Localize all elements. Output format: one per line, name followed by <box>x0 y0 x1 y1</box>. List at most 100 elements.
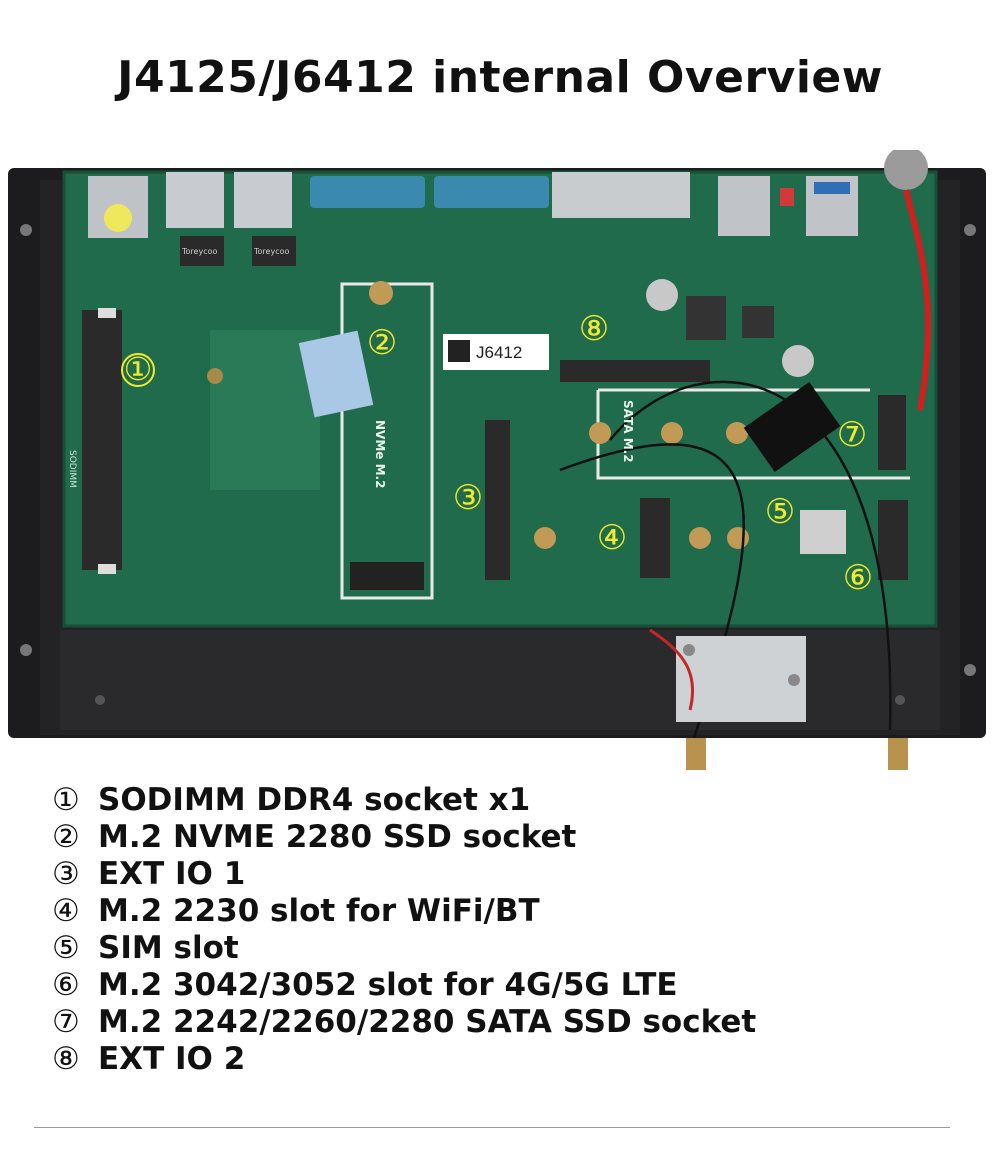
ethernet-port <box>166 172 224 228</box>
callout-4: ④ <box>597 518 627 558</box>
case-lower-bay <box>60 630 940 730</box>
inductor <box>686 296 726 340</box>
list-item-text: M.2 3042/3052 slot for 4G/5G LTE <box>98 967 678 1003</box>
list-item: ⑦ M.2 2242/2260/2280 SATA SSD socket <box>52 1004 756 1041</box>
mount-hole <box>20 644 32 656</box>
board-label-text: J6412 <box>476 343 522 362</box>
callout-2-text: ② <box>367 323 397 363</box>
list-item: ③ EXT IO 1 <box>52 856 756 893</box>
callout-4-text: ④ <box>597 518 627 558</box>
standoff <box>689 527 711 549</box>
capacitor <box>646 279 678 311</box>
fan-wire <box>649 628 695 711</box>
antenna-connector <box>884 150 928 190</box>
standoff <box>589 422 611 444</box>
list-item: ⑧ EXT IO 2 <box>52 1041 756 1078</box>
list-item-text: M.2 NVME 2280 SSD socket <box>98 819 577 855</box>
sodimm-latch <box>98 308 116 318</box>
standoff <box>534 527 556 549</box>
silkscreen-chip: Toreycoo <box>181 247 217 256</box>
sodimm-socket <box>82 310 122 570</box>
silkscreen-chip: Toreycoo <box>253 247 289 256</box>
ethernet-chip <box>252 236 296 266</box>
sata-slot-outline <box>596 390 910 480</box>
callout-6-text: ⑥ <box>843 558 873 598</box>
ext-io-1-connector <box>485 420 510 580</box>
mount-hole <box>895 695 905 705</box>
sim-slot <box>800 510 846 554</box>
red-cable <box>903 189 932 411</box>
list-item-number: ⑦ <box>52 1004 80 1040</box>
callout-2: ② <box>367 323 397 363</box>
mount-hole <box>964 224 976 236</box>
list-item-text: EXT IO 2 <box>98 1041 246 1077</box>
list-item-text: SIM slot <box>98 930 239 966</box>
mount-hole <box>964 664 976 676</box>
list-item-number: ④ <box>52 893 80 929</box>
silkscreen-nvme: NVMe M.2 <box>373 420 387 488</box>
callout-8: ⑧ <box>579 309 609 349</box>
nvme-connector <box>350 562 424 590</box>
callout-7: ⑦ <box>837 415 867 455</box>
antenna-connector <box>686 738 706 770</box>
antenna-connector <box>888 738 908 770</box>
usb3-port-blue <box>814 182 850 194</box>
list-item: ④ M.2 2230 slot for WiFi/BT <box>52 893 756 930</box>
list-item-number: ② <box>52 819 80 855</box>
ext-io-2-connector <box>560 360 710 382</box>
mount-hole <box>20 224 32 236</box>
standoff <box>369 281 393 305</box>
page-title: J4125/J6412 internal Overview <box>117 52 883 103</box>
qr-sticker <box>298 330 374 418</box>
antenna-wire <box>609 380 892 731</box>
bottom-divider <box>34 1127 950 1128</box>
callout-6: ⑥ <box>843 558 873 598</box>
callout-5-text: ⑤ <box>765 492 795 532</box>
red-switch <box>780 188 794 206</box>
wifi-m2-socket <box>640 498 670 578</box>
battery-screw <box>683 644 695 656</box>
list-item-number: ⑤ <box>52 930 80 966</box>
silkscreen-sata: SATA M.2 <box>621 400 635 463</box>
standoff <box>727 527 749 549</box>
inductor <box>742 306 774 338</box>
qc-pass-sticker <box>104 204 132 232</box>
callout-3: ③ <box>453 478 483 518</box>
lte-m2-socket <box>878 500 908 580</box>
ethernet-port <box>234 172 292 228</box>
ethernet-chip <box>180 236 224 266</box>
callout-5: ⑤ <box>765 492 795 532</box>
list-item: ② M.2 NVME 2280 SSD socket <box>52 819 756 856</box>
list-item-text: M.2 2242/2260/2280 SATA SSD socket <box>98 1004 757 1040</box>
standoff <box>726 422 748 444</box>
usb-port <box>718 176 770 236</box>
list-item-text: SODIMM DDR4 socket x1 <box>98 782 531 818</box>
silkscreen-sodimm: SODIMM <box>67 450 77 488</box>
callout-3-text: ③ <box>453 478 483 518</box>
pcb-edge <box>62 170 938 628</box>
serial-port <box>434 176 549 208</box>
callout-1-text: ① <box>124 350 153 388</box>
list-item-text: EXT IO 1 <box>98 856 246 892</box>
battery-screw <box>788 674 800 686</box>
label-qr <box>448 340 470 362</box>
list-item-number: ① <box>52 782 80 818</box>
screw <box>207 368 223 384</box>
list-item-number: ③ <box>52 856 80 892</box>
list-item-text: M.2 2230 slot for WiFi/BT <box>98 893 540 929</box>
standoff <box>661 422 683 444</box>
sata-m2-socket <box>878 395 906 470</box>
capacitor <box>782 345 814 377</box>
sodimm-latch <box>98 564 116 574</box>
list-item: ① SODIMM DDR4 socket x1 <box>52 782 756 819</box>
serial-port <box>310 176 425 208</box>
battery-bracket <box>676 636 806 722</box>
list-item-number: ⑧ <box>52 1041 80 1077</box>
callout-7-text: ⑦ <box>837 415 867 455</box>
callout-1: ① <box>121 350 155 388</box>
mount-hole <box>95 695 105 705</box>
feature-list: ① SODIMM DDR4 socket x1 ② M.2 NVME 2280 SS… <box>52 782 756 1078</box>
black-tape <box>743 381 841 473</box>
list-item: ⑤ SIM slot <box>52 930 756 967</box>
